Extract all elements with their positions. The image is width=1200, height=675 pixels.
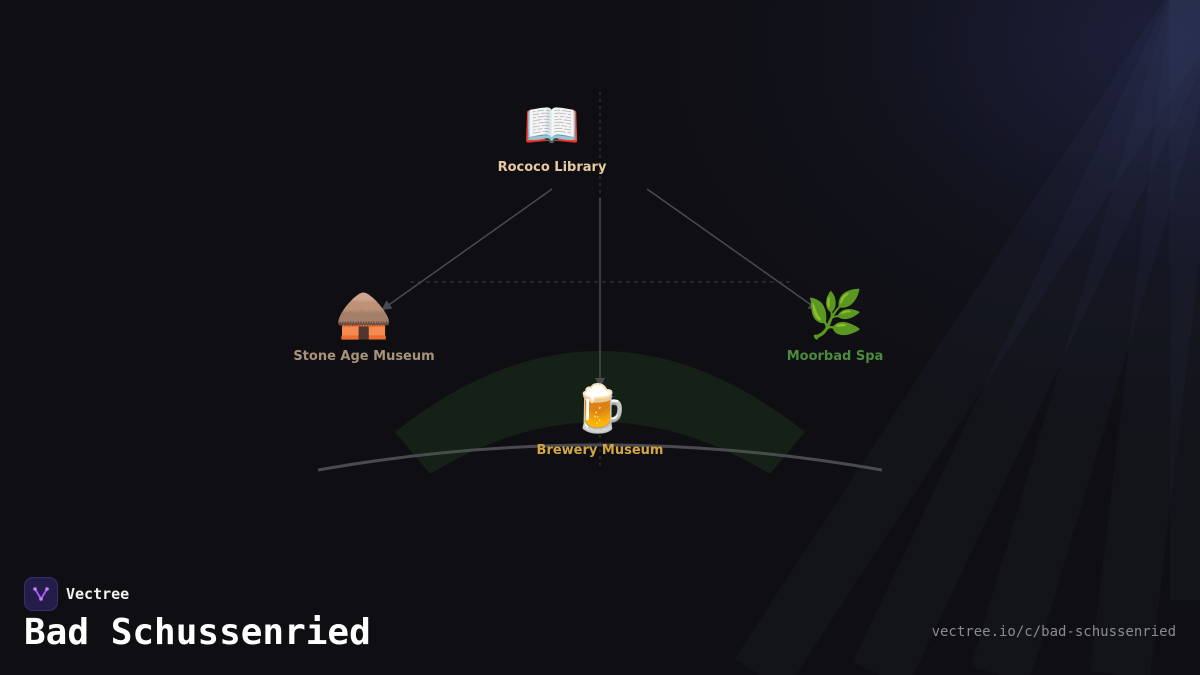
baseline-arc [317, 443, 883, 472]
edge-root-to-stone-age-museum [381, 188, 553, 311]
edge-root-to-moorbad-spa [646, 188, 819, 311]
vectree-logo-icon [24, 577, 58, 611]
page-url[interactable]: vectree.io/c/bad-schussenried [931, 624, 1176, 640]
brand[interactable]: Vectree [24, 577, 129, 611]
herb-icon: 🌿 [806, 287, 864, 341]
hut-icon: 🛖 [335, 287, 393, 341]
node-label: Rococo Library [497, 160, 607, 175]
page-title: Bad Schussenried [24, 612, 371, 653]
node-rococo-library[interactable]: 📖 Rococo Library [498, 98, 607, 175]
node-stone-age-museum[interactable]: 🛖 Stone Age Museum [293, 287, 434, 364]
beer-mug-icon: 🍺 [571, 381, 629, 435]
arc-glow [395, 351, 805, 474]
open-book-icon: 📖 [523, 98, 581, 152]
node-moorbad-spa[interactable]: 🌿 Moorbad Spa [787, 287, 884, 364]
node-label: Stone Age Museum [293, 349, 435, 364]
node-label: Moorbad Spa [786, 349, 884, 364]
brand-name: Vectree [66, 585, 130, 603]
node-brewery-museum[interactable]: 🍺 Brewery Museum [537, 381, 664, 458]
node-label: Brewery Museum [536, 443, 664, 458]
